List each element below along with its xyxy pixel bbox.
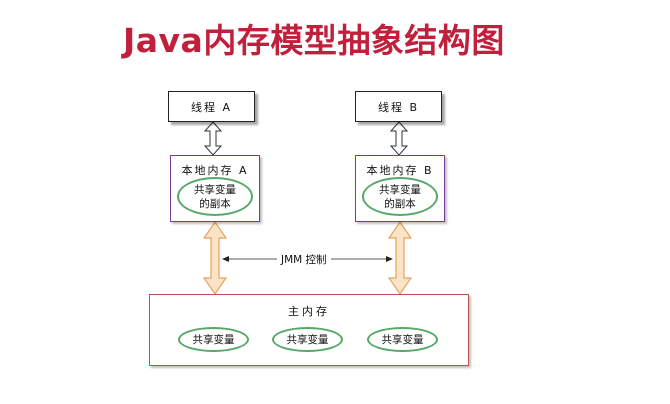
thread-a-box: 线程 A bbox=[168, 91, 255, 122]
shared-variable-label: 共享变量 bbox=[286, 333, 329, 346]
local-memory-b-label: 本地内存 B bbox=[366, 164, 434, 177]
main-memory-label: 主内存 bbox=[288, 305, 330, 318]
jmm-left-arrowhead bbox=[222, 256, 229, 262]
diagram-title: Java内存模型抽象结构图 bbox=[123, 21, 505, 60]
local-a-copy-line-1: 共享变量 bbox=[194, 183, 236, 196]
main-memory-box: 主内存 共享变量 共享变量 共享变量 bbox=[149, 294, 469, 366]
local-memory-b-box: 本地内存 B 共享变量 的副本 bbox=[355, 155, 445, 222]
thread-b-local-arrow bbox=[389, 121, 409, 156]
shared-variable-label: 共享变量 bbox=[381, 333, 424, 346]
shared-variable-ellipse: 共享变量 bbox=[367, 327, 438, 352]
local-b-copy-ellipse: 共享变量 的副本 bbox=[362, 177, 438, 216]
shared-variable-label: 共享变量 bbox=[192, 333, 235, 346]
thread-b-label: 线程 B bbox=[377, 100, 420, 114]
jmm-control-label: JMM 控制 bbox=[277, 252, 331, 267]
local-a-copy-ellipse: 共享变量 的副本 bbox=[177, 177, 253, 216]
local-a-copy-line-2: 的副本 bbox=[199, 197, 231, 210]
local-a-main-arrow bbox=[202, 220, 228, 296]
local-memory-a-label: 本地内存 A bbox=[181, 164, 249, 177]
local-b-main-arrow bbox=[387, 220, 413, 296]
local-memory-a-box: 本地内存 A 共享变量 的副本 bbox=[170, 155, 260, 222]
jmm-right-arrowhead bbox=[386, 256, 393, 262]
thread-a-label: 线程 A bbox=[190, 100, 233, 114]
local-b-copy-line-1: 共享变量 bbox=[379, 183, 421, 196]
thread-a-local-arrow bbox=[203, 121, 223, 156]
shared-variable-ellipse: 共享变量 bbox=[272, 327, 343, 352]
thread-b-box: 线程 B bbox=[355, 91, 442, 122]
local-b-copy-line-2: 的副本 bbox=[384, 197, 416, 210]
shared-variable-ellipse: 共享变量 bbox=[178, 327, 249, 352]
